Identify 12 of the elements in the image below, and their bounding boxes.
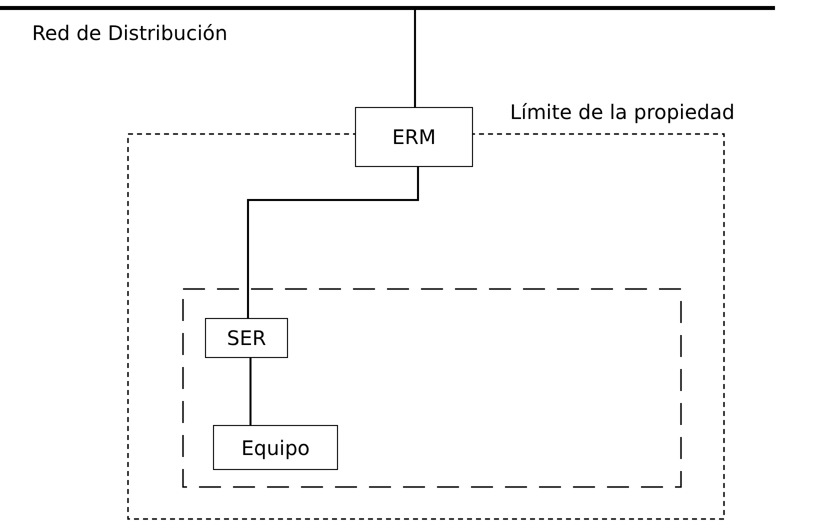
box-label: SER [226,325,266,352]
box-label: Equipo [241,434,310,462]
boundary-label: Límite de la propiedad [510,99,735,126]
label-box [205,318,288,358]
line-label: Red de Distribución [32,20,228,47]
connector-line [414,10,416,107]
label-box [213,425,338,470]
connector-line [247,167,419,318]
connector-line [250,358,252,425]
box-label: ERM [392,124,436,151]
label-box [355,107,473,167]
boundary-frame [182,288,682,488]
